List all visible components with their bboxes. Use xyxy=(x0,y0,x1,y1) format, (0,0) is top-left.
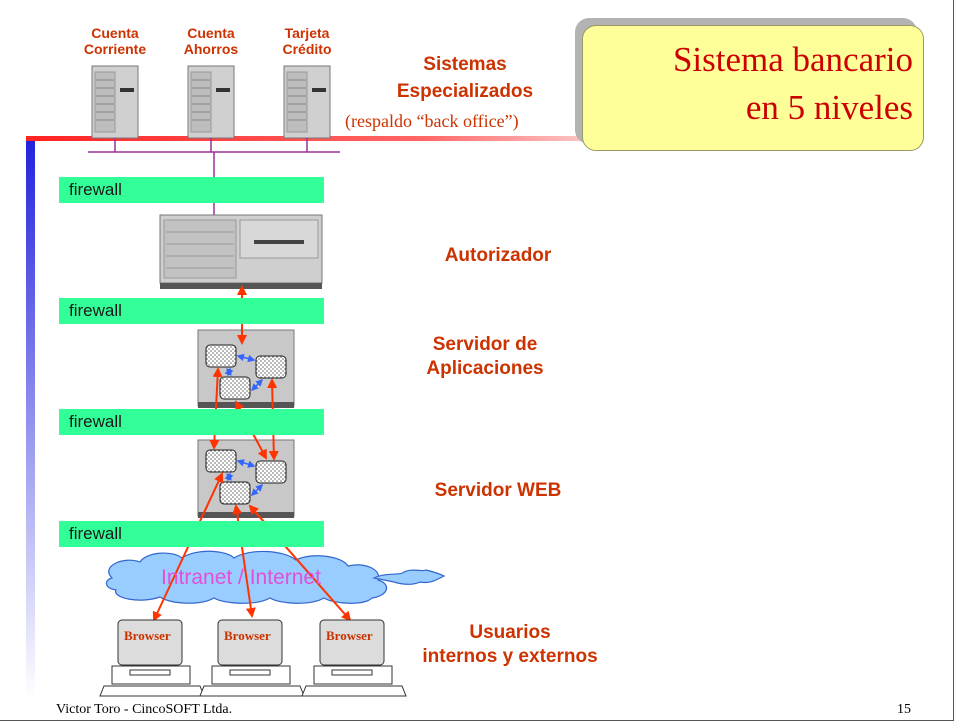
server-label-tarjeta-credito: Tarjeta Crédito xyxy=(257,25,357,57)
internal-arrows-blue xyxy=(224,353,264,497)
top-accent-bar xyxy=(26,136,686,141)
user-workstation-3 xyxy=(301,619,407,697)
title-line-1: Sistema bancario xyxy=(672,40,913,79)
firewall-bar-3: firewall xyxy=(59,409,324,435)
web-component-box-1 xyxy=(205,449,237,473)
tier-label-webserver: Servidor WEB xyxy=(434,480,562,501)
server-tower-cuenta-ahorros xyxy=(187,65,235,139)
tier-label-appserver: Servidor de Aplicaciones xyxy=(395,333,575,381)
title-line-2: en 5 niveles xyxy=(745,88,913,127)
title-box: Sistema bancario en 5 niveles xyxy=(582,25,924,151)
server-label-line: Cuenta xyxy=(187,25,235,41)
app-component-box-1 xyxy=(205,344,237,368)
server-label-line: Corriente xyxy=(83,41,147,57)
tier-label-line: Sistemas xyxy=(423,54,507,75)
firewall-bar-1: firewall xyxy=(59,177,324,203)
server-tower-cuenta-corriente xyxy=(91,65,139,139)
web-component-box-3 xyxy=(219,481,251,505)
firewall-bar-2: firewall xyxy=(59,298,324,324)
tier-label-line: Servidor de xyxy=(432,334,538,355)
footer-author: Victor Toro - CincoSOFT Ltda. xyxy=(56,702,233,717)
server-label-line: Ahorros xyxy=(183,41,239,57)
server-label-line: Tarjeta xyxy=(284,25,330,41)
server-label-cuenta-corriente: Cuenta Corriente xyxy=(65,25,165,57)
server-label-cuenta-ahorros: Cuenta Ahorros xyxy=(161,25,261,57)
tier-label-backoffice-2: Especializados xyxy=(370,80,560,104)
browser-label-2: Browser xyxy=(224,628,271,643)
web-component-box-2 xyxy=(255,460,287,484)
tier-label-line: internos y externos xyxy=(422,646,598,667)
autorizador-mainframe-icon xyxy=(159,214,323,289)
backoffice-subtitle: (respaldo “back office”) xyxy=(345,111,519,131)
tier-label-autorizador: Autorizador xyxy=(444,245,552,266)
browser-label-1: Browser xyxy=(124,628,171,643)
app-component-box-3 xyxy=(219,376,251,400)
browser-label-3: Browser xyxy=(326,628,373,643)
tier-label-backoffice: Sistemas xyxy=(400,53,530,77)
app-component-box-2 xyxy=(255,355,287,379)
server-tower-tarjeta-credito xyxy=(283,65,331,139)
cloud-label: Intranet / Internet xyxy=(161,566,321,589)
left-accent-bar xyxy=(26,138,35,698)
server-label-line: Crédito xyxy=(282,41,332,57)
user-workstation-2 xyxy=(199,619,305,697)
tier-label-users: Usuarios internos y externos xyxy=(400,621,620,669)
tier-label-line: Especializados xyxy=(396,81,534,102)
firewall-bar-4: firewall xyxy=(59,521,324,547)
tier-label-line: Usuarios xyxy=(469,622,551,643)
footer-page-number: 15 xyxy=(897,702,911,717)
server-label-line: Cuenta xyxy=(91,25,139,41)
tier-label-line: Aplicaciones xyxy=(426,358,544,379)
